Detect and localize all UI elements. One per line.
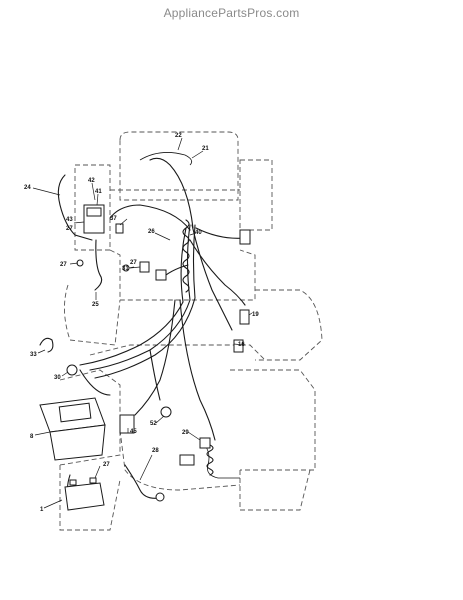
module-45 xyxy=(119,414,135,434)
watermark: AppliancePartsPros.com xyxy=(163,6,300,20)
callout-45: 45 xyxy=(130,429,137,435)
callout-25: 25 xyxy=(92,302,99,308)
clip-33 xyxy=(39,337,54,353)
tractor-outline xyxy=(59,131,323,531)
callout-30: 30 xyxy=(54,375,61,381)
callout-31: 31 xyxy=(122,266,129,272)
wire-24 xyxy=(57,174,93,241)
wire-21 xyxy=(139,152,193,166)
connector-26 xyxy=(155,269,167,281)
callout-21: 21 xyxy=(202,146,209,152)
fuse-52 xyxy=(160,406,172,418)
battery-box xyxy=(49,424,106,461)
callout-41: 41 xyxy=(95,189,102,195)
connector-37 xyxy=(115,223,124,234)
callout-8: 8 xyxy=(30,434,34,440)
callout-19: 19 xyxy=(252,312,259,318)
callout-33: 33 xyxy=(30,352,37,358)
callout-27-d: 27 xyxy=(103,462,110,468)
ground-wire-25 xyxy=(94,239,103,291)
callout-43: 43 xyxy=(66,217,73,223)
callout-16: 16 xyxy=(238,342,245,348)
switch-16 xyxy=(233,339,244,353)
callout-26: 26 xyxy=(148,229,155,235)
connector-28 xyxy=(179,454,195,466)
callout-37: 37 xyxy=(110,216,117,222)
callout-27-c: 27 xyxy=(130,260,137,266)
solenoid-29 xyxy=(199,437,211,449)
callout-52: 52 xyxy=(150,421,157,427)
headlight-connector xyxy=(239,229,251,245)
switch-31 xyxy=(139,261,150,273)
callout-27-b: 27 xyxy=(60,262,67,268)
callout-24: 24 xyxy=(24,185,31,191)
cable-28 xyxy=(124,464,161,499)
callout-29: 29 xyxy=(182,430,189,436)
callout-40: 40 xyxy=(195,230,202,236)
wire-harness xyxy=(79,157,246,479)
callout-42: 42 xyxy=(88,178,95,184)
callout-22: 22 xyxy=(175,133,182,139)
callout-27: 27 xyxy=(66,226,73,232)
components xyxy=(39,204,251,511)
battery xyxy=(64,482,105,511)
terminal-28 xyxy=(155,492,165,502)
callout-1: 1 xyxy=(40,507,44,513)
relay-30 xyxy=(66,364,78,376)
callout-labels: 22 21 24 42 41 43 27 37 40 26 27 27 31 2… xyxy=(24,133,259,513)
callout-28: 28 xyxy=(152,448,159,454)
leader-lines xyxy=(32,137,253,509)
switch-19 xyxy=(239,309,250,325)
